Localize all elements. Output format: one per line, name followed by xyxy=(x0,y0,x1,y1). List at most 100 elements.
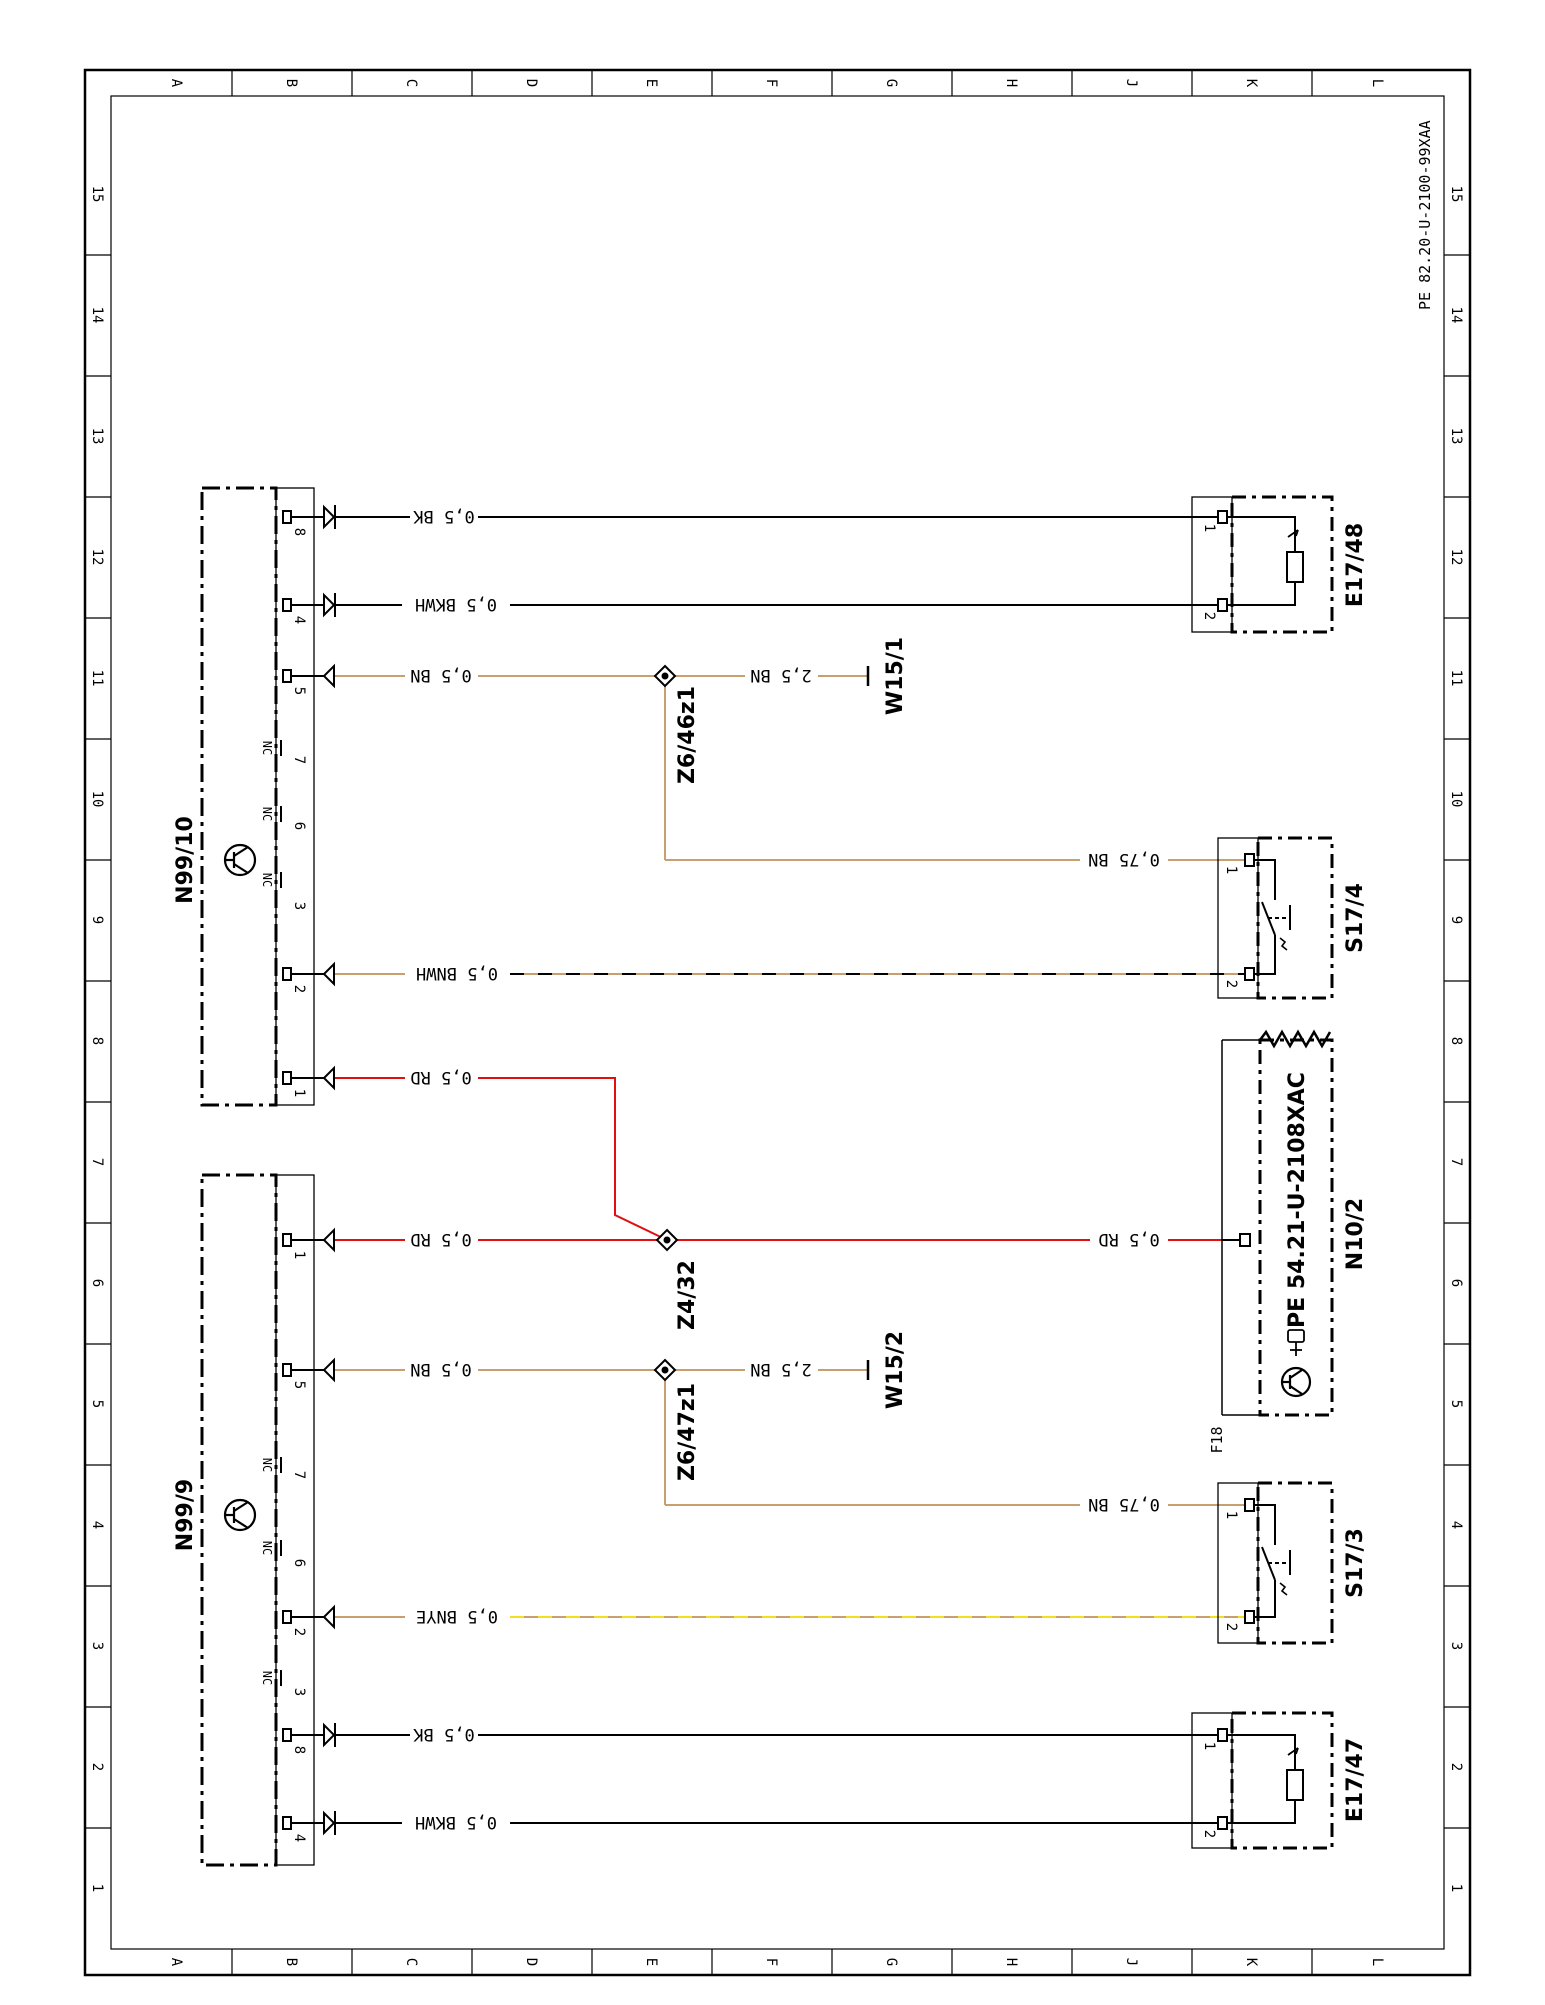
row-number-9-right: 9 xyxy=(1448,916,1464,924)
drawing-frame xyxy=(83,68,1472,1977)
row-number-10-right: 10 xyxy=(1448,791,1464,808)
wire-label-bnye: 0,5 BNYE xyxy=(416,1606,498,1626)
col-letter-k: K xyxy=(1243,79,1259,88)
s173-pin-1: 1 xyxy=(1223,1511,1239,1519)
wire-label-bn-n999: 0,5 BN xyxy=(410,1359,471,1379)
lamp-e17-48: 1 2 E17/48 xyxy=(1191,495,1368,634)
wire-label-rd-n999: 0,5 RD xyxy=(410,1229,471,1249)
row-number-11: 11 xyxy=(89,670,105,687)
e1747-pin-1: 1 xyxy=(1201,1742,1217,1750)
led-light-icon xyxy=(1287,1747,1299,1756)
n999-pin-2: 2 xyxy=(291,1628,307,1636)
row-number-12: 12 xyxy=(89,549,105,566)
row-number-3-right: 3 xyxy=(1448,1642,1464,1650)
column-letters: A B C D E F G H J K L A B C D E F G H J … xyxy=(168,79,1385,1967)
e17-48-label: E17/48 xyxy=(1343,523,1368,607)
row-number-15-right: 15 xyxy=(1448,186,1464,203)
module-n10-2: F18 PE 54.21-U-2108XAC N10/2 xyxy=(1208,1029,1368,1454)
col-letter-a: A xyxy=(168,79,184,88)
break-line-icon xyxy=(1259,1029,1332,1049)
n999-pin-5: 5 xyxy=(291,1381,307,1389)
n9910-pin-3: 3 xyxy=(291,902,307,910)
row-number-8: 8 xyxy=(89,1037,105,1045)
e17-47-label: E17/47 xyxy=(1343,1738,1368,1822)
n999-label: N99/9 xyxy=(173,1479,198,1551)
col-letter-f: F xyxy=(763,79,779,87)
row-number-14-right: 14 xyxy=(1448,307,1464,324)
z6-46z1-label: Z6/46z1 xyxy=(675,686,700,784)
row-number-1-right: 1 xyxy=(1448,1884,1464,1892)
e1748-pin-2: 2 xyxy=(1201,612,1217,620)
row-number-6-right: 6 xyxy=(1448,1279,1464,1287)
row-number-13-right: 13 xyxy=(1448,428,1464,445)
splice-z4-32: Z4/32 xyxy=(655,1228,700,1330)
n999-nc-3: NC xyxy=(260,1671,274,1685)
col-letter-e-bottom: E xyxy=(643,1958,659,1966)
s17-3-label: S17/3 xyxy=(1343,1528,1368,1598)
wire-label-bkwh-n999: 0,5 BKWH xyxy=(415,1812,497,1832)
row-number-3: 3 xyxy=(89,1642,105,1650)
col-letter-h: H xyxy=(1003,79,1019,87)
row-numbers: 1 2 3 4 5 6 7 8 9 10 11 12 13 14 15 1 2 … xyxy=(89,186,1464,1893)
switch-return-icon xyxy=(1279,1582,1288,1596)
col-letter-l-bottom: L xyxy=(1369,1958,1385,1966)
switch-s17-4: 1 2 S17/4 xyxy=(1217,836,1368,1000)
pin-arrows xyxy=(322,504,336,1836)
n9910-pin-6: 6 xyxy=(291,822,307,830)
n999-pin-1: 1 xyxy=(291,1251,307,1259)
n999-pin-4: 4 xyxy=(291,1834,307,1842)
splice-z6-46z1: Z6/46z1 xyxy=(653,664,700,784)
row-grid xyxy=(85,254,1470,1829)
col-letter-f-bottom: F xyxy=(763,1958,779,1966)
n10-2-label: N10/2 xyxy=(1343,1198,1368,1270)
n999-pin-6: 6 xyxy=(291,1559,307,1567)
col-letter-b-bottom: B xyxy=(283,1958,299,1966)
wire-label-bk-n999: 0,5 BK xyxy=(413,1724,475,1744)
w15-2-label: W15/2 xyxy=(883,1331,908,1409)
f18-label: F18 xyxy=(1208,1426,1226,1453)
row-number-9: 9 xyxy=(89,916,105,924)
row-number-1: 1 xyxy=(89,1884,105,1892)
col-letter-e: E xyxy=(643,79,659,87)
row-number-12-right: 12 xyxy=(1448,549,1464,566)
col-letter-g: G xyxy=(883,79,899,87)
col-letter-k-bottom: K xyxy=(1243,1958,1259,1967)
lamp-e17-47: 1 2 E17/47 xyxy=(1191,1711,1368,1850)
wire-labels: 0,5 BK 0,5 BKWH 0,5 BN 2,5 BN 0,75 BN 0,… xyxy=(410,506,1160,1832)
wire-label-bnwh: 0,5 BNWH xyxy=(416,963,498,983)
wire-label-rd-n102: 0,5 RD xyxy=(1098,1229,1159,1249)
n9910-pin-5: 5 xyxy=(291,687,307,695)
transistor-icon xyxy=(223,1498,257,1532)
n9910-label: N99/10 xyxy=(173,816,198,904)
row-number-4: 4 xyxy=(89,1521,105,1529)
row-number-2-right: 2 xyxy=(1448,1763,1464,1771)
wire-label-bkwh-n9910: 0,5 BKWH xyxy=(415,594,497,614)
ground-w15-2: W15/2 xyxy=(866,1331,908,1409)
row-number-4-right: 4 xyxy=(1448,1521,1464,1529)
n9910-pin-4: 4 xyxy=(291,616,307,624)
n999-pin-3: 3 xyxy=(291,1688,307,1696)
module-n99-10: 8 4 5 7 6 3 2 1 NC NC NC N99/10 xyxy=(173,486,324,1107)
document-reference: PE 82.20-U-2100-99XAA xyxy=(1416,120,1434,310)
w15-1-label: W15/1 xyxy=(883,637,908,715)
wire-label-bk-n9910: 0,5 BK xyxy=(413,506,475,526)
n999-nc-6: NC xyxy=(260,1541,274,1555)
col-letter-c-bottom: C xyxy=(403,1958,419,1966)
col-letter-g-bottom: G xyxy=(883,1958,899,1966)
s173-pin-2: 2 xyxy=(1223,1623,1239,1631)
switch-return-icon xyxy=(1279,937,1288,951)
row-number-7: 7 xyxy=(89,1158,105,1166)
row-number-15: 15 xyxy=(89,186,105,203)
n9910-nc-6: NC xyxy=(260,807,274,821)
n10-2-reference: PE 54.21-U-2108XAC xyxy=(1285,1072,1310,1328)
n9910-pin-8: 8 xyxy=(291,528,307,536)
pointing-hand-icon xyxy=(1287,1329,1305,1356)
row-number-7-right: 7 xyxy=(1448,1158,1464,1166)
row-number-5-right: 5 xyxy=(1448,1400,1464,1408)
row-number-10: 10 xyxy=(89,791,105,808)
wire-label-bn075-s174: 0,75 BN xyxy=(1088,849,1160,869)
row-number-2: 2 xyxy=(89,1763,105,1771)
wire-label-bn075-s173: 0,75 BN xyxy=(1088,1494,1160,1514)
